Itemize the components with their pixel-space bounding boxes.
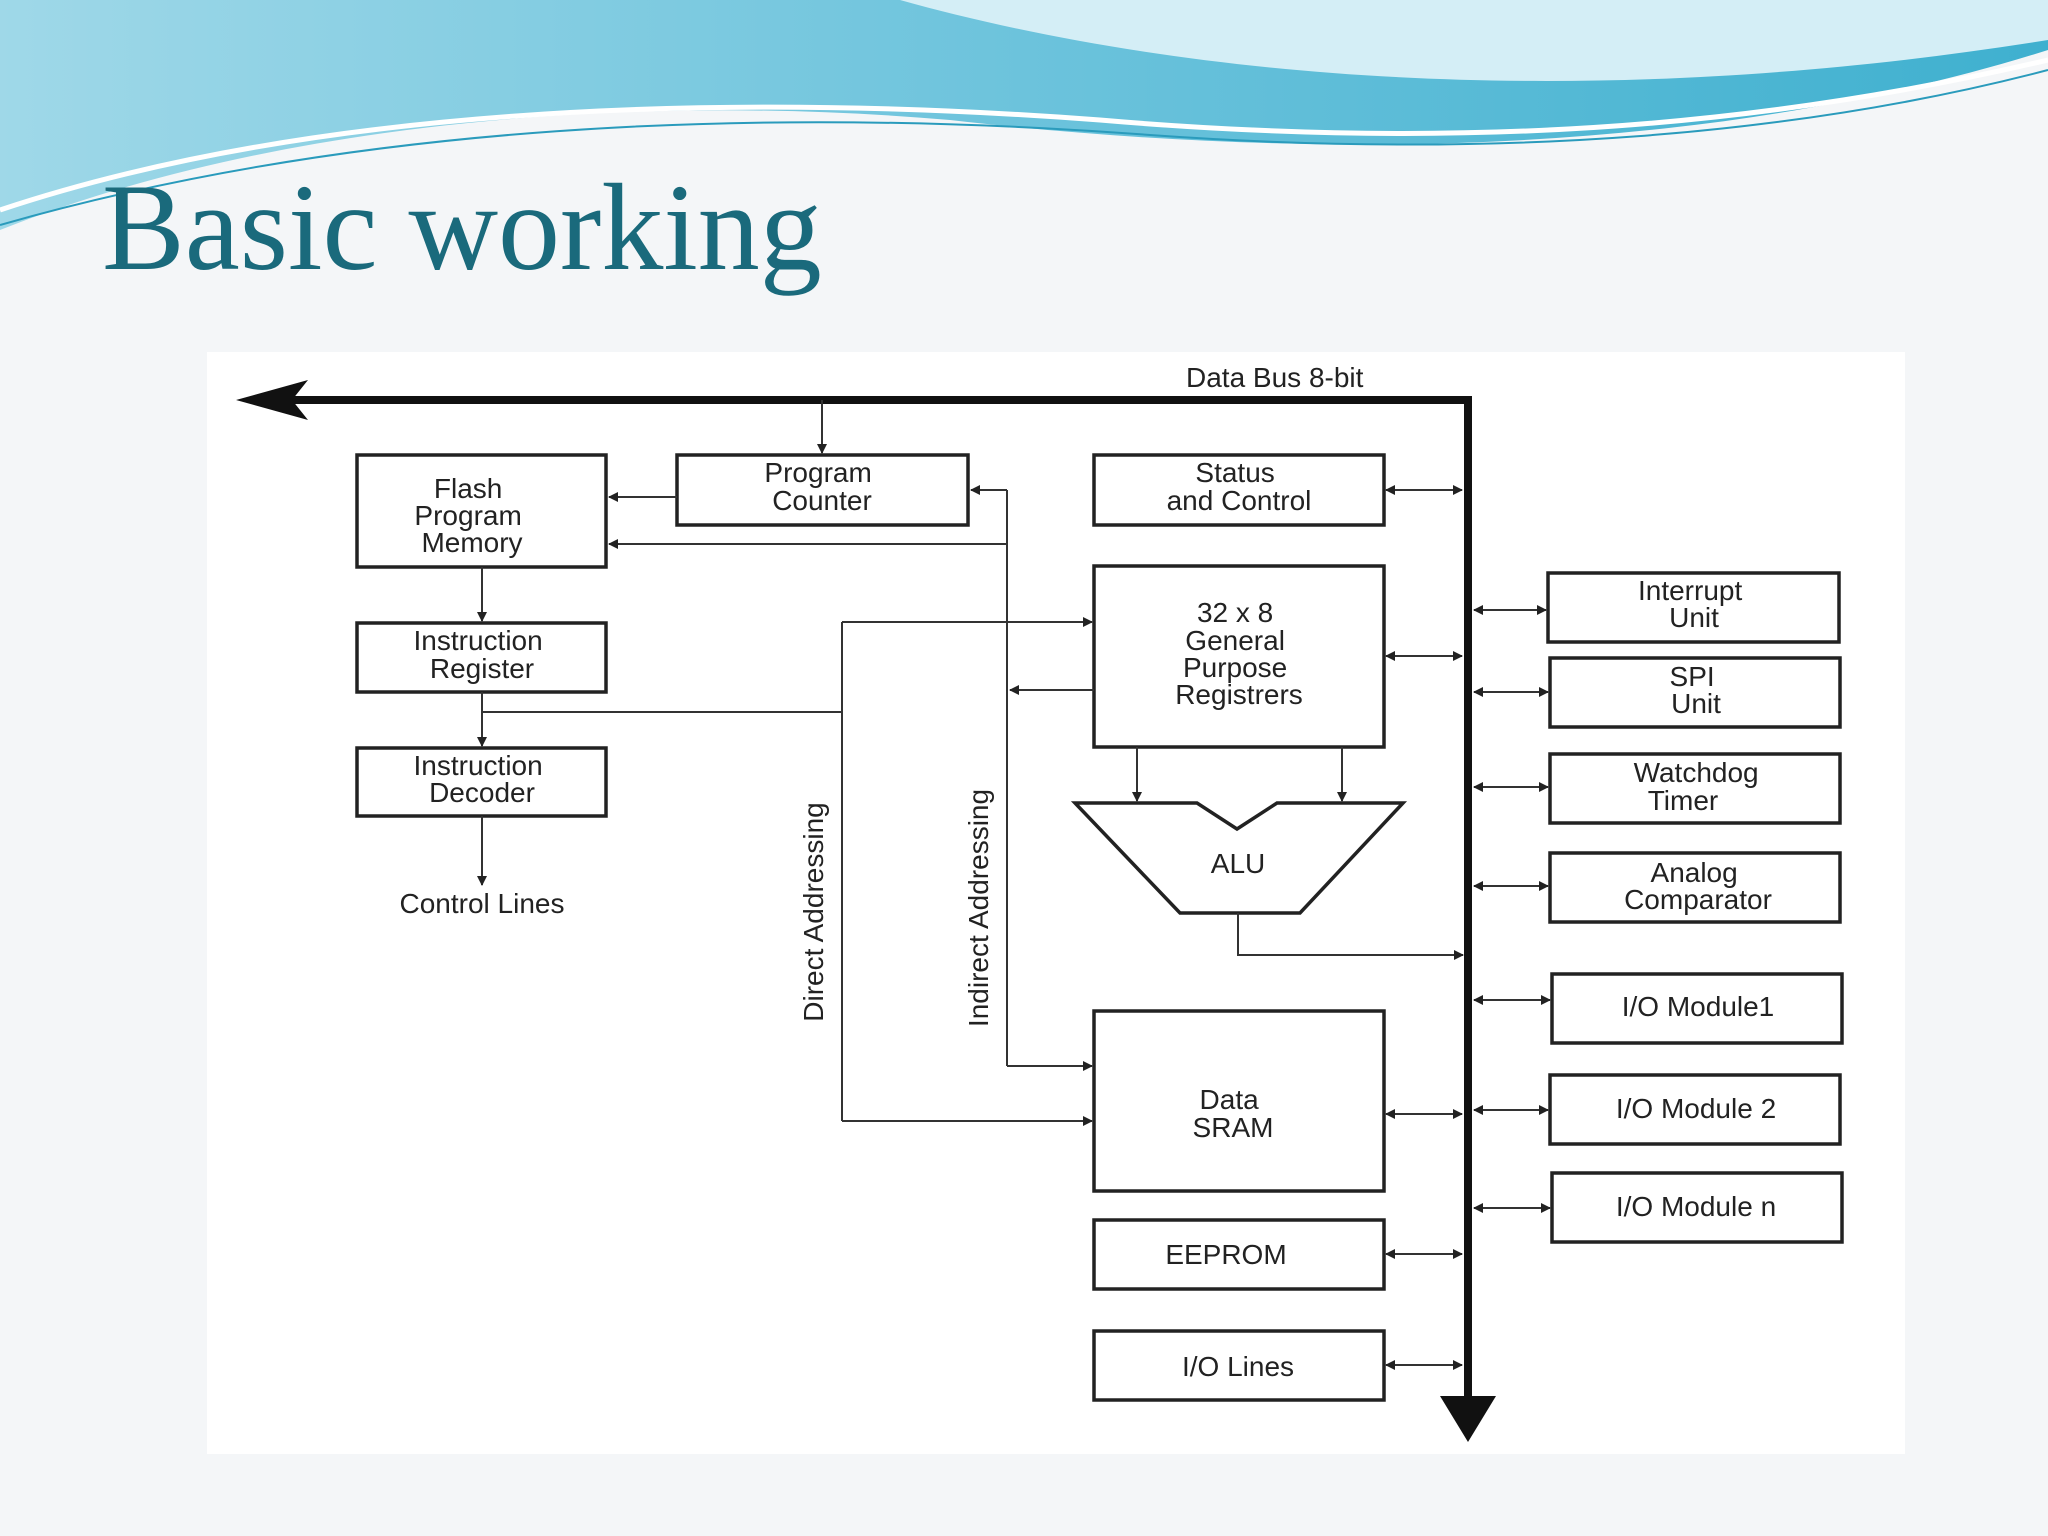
registers-line-1: 32 x 8 [1197, 597, 1273, 628]
watchdog-timer-block: Watchdog Timer [1548, 752, 1842, 825]
instruction-decoder-line-1: Instruction [414, 750, 543, 781]
slide-title: Basic working [102, 159, 822, 296]
registers-line-3: Purpose [1183, 652, 1287, 683]
spi-unit-block: SPI Unit [1548, 656, 1842, 729]
instruction-register-line-2: Register [430, 653, 534, 684]
program-counter-line-1: Program [764, 457, 871, 488]
flash-memory-line-2: Program [414, 500, 521, 531]
io-lines-label: I/O Lines [1182, 1351, 1294, 1382]
io-module-1-label: I/O Module1 [1622, 991, 1775, 1022]
svg-text:Instruction Decoder: Instruction Decoder [414, 750, 551, 808]
status-and-control-block: Status and Control [1092, 453, 1386, 527]
eeprom-label: EEPROM [1165, 1239, 1286, 1270]
svg-text:Program Counter: Program Counter [764, 457, 879, 516]
svg-text:Analog Comparator: Analog Comparator [1624, 857, 1772, 915]
io-module-n-block: I/O Module n [1550, 1171, 1844, 1244]
flash-program-memory-block: Flash Program Memory [355, 453, 608, 569]
status-control-line-2: and Control [1167, 485, 1312, 516]
svg-text:Status and Control: Status and Control [1167, 457, 1312, 516]
io-module-1-block: I/O Module1 [1550, 972, 1844, 1045]
spi-unit-line-2: Unit [1671, 688, 1721, 719]
alu-label: ALU [1211, 848, 1265, 879]
interrupt-unit-line-2: Unit [1669, 602, 1719, 633]
flash-memory-line-1: Flash [434, 473, 502, 504]
connection-lines [477, 400, 1551, 1370]
interrupt-unit-line-1: Interrupt [1638, 575, 1742, 606]
alu-block: ALU [1070, 801, 1408, 915]
indirect-addressing-label: Indirect Addressing [963, 789, 994, 1027]
status-control-line-1: Status [1195, 457, 1274, 488]
instruction-register-line-1: Instruction [414, 625, 543, 656]
interrupt-unit-block: Interrupt Unit [1546, 571, 1841, 644]
data-bus [236, 380, 1496, 1442]
io-lines-block: I/O Lines [1092, 1329, 1386, 1402]
registers-line-4: Registrers [1175, 679, 1303, 710]
instruction-decoder-line-2: Decoder [429, 777, 535, 808]
svg-text:Flash Program Memo: Flash Program Memory [414, 473, 529, 558]
header-wave-decoration [0, 0, 2048, 230]
svg-text:Instruction Register: Instruction Register [414, 625, 551, 684]
registers-line-2: General [1185, 625, 1285, 656]
analog-comparator-line-2: Comparator [1624, 884, 1772, 915]
analog-comparator-line-1: Analog [1651, 857, 1738, 888]
instruction-decoder-block: Instruction Decoder [355, 746, 608, 818]
svg-text:Interrupt Unit: Interrupt Unit [1638, 575, 1750, 633]
program-counter-block: Program Counter [675, 453, 970, 527]
io-module-2-label: I/O Module 2 [1616, 1093, 1776, 1124]
svg-text:32 x 8 General Pur: 32 x 8 General Purpose Registrers [1175, 597, 1303, 710]
instruction-register-block: Instruction Register [355, 621, 608, 694]
data-bus-label: Data Bus 8-bit [1186, 362, 1364, 393]
control-lines-label: Control Lines [400, 888, 565, 919]
data-sram-line-2: SRAM [1193, 1112, 1274, 1143]
watchdog-timer-line-1: Watchdog [1634, 757, 1759, 788]
svg-text:Data SRAM: Data SRAM [1193, 1084, 1274, 1143]
direct-addressing-label: Direct Addressing [798, 802, 829, 1021]
analog-comparator-block: Analog Comparator [1548, 851, 1842, 924]
watchdog-timer-line-2: Timer [1648, 785, 1719, 816]
svg-text:Watchdog Timer: Watchdog Timer [1634, 757, 1767, 816]
io-module-2-block: I/O Module 2 [1548, 1073, 1842, 1146]
general-purpose-registers-block: 32 x 8 General Purpose Registrers [1092, 564, 1386, 749]
program-counter-line-2: Counter [772, 485, 872, 516]
eeprom-block: EEPROM [1092, 1218, 1386, 1291]
spi-unit-line-1: SPI [1670, 661, 1715, 692]
flash-memory-line-3: Memory [421, 527, 522, 558]
io-module-n-label: I/O Module n [1616, 1191, 1776, 1222]
svg-text:SPI Unit: SPI Unit [1670, 661, 1723, 719]
data-sram-block: Data SRAM [1092, 1009, 1386, 1193]
data-sram-line-1: Data [1200, 1084, 1260, 1115]
